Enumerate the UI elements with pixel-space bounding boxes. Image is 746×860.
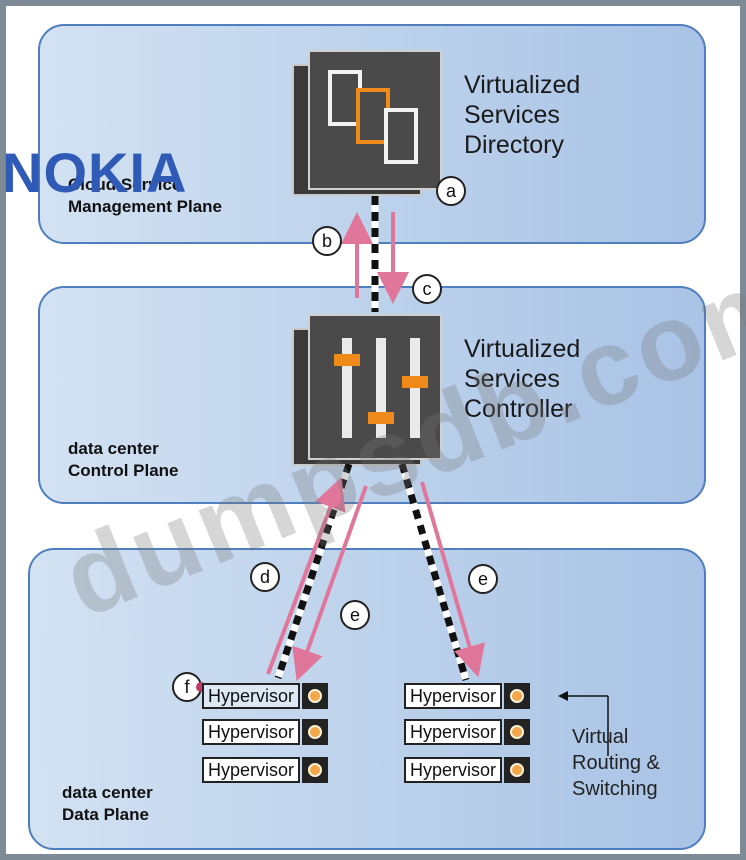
data-plane bbox=[28, 548, 706, 850]
hypervisor-right-1: Hypervisor bbox=[404, 682, 531, 710]
hypervisor-label: Hypervisor bbox=[404, 719, 503, 745]
marker-d: d bbox=[250, 562, 280, 592]
vrs-icon bbox=[504, 719, 531, 745]
hypervisor-left-1: Hypervisor bbox=[202, 682, 329, 710]
vrs-icon bbox=[504, 757, 531, 783]
arrow-d bbox=[266, 477, 346, 675]
vsd-title-line1: Virtualized bbox=[464, 71, 581, 99]
management-plane-label: Cloud Service Management Plane bbox=[68, 174, 222, 218]
arrow-e-left bbox=[292, 485, 368, 682]
vrs-icon bbox=[302, 719, 329, 745]
data-plane-label-line1: data center bbox=[62, 783, 153, 802]
marker-c: c bbox=[412, 274, 442, 304]
hypervisor-label: Hypervisor bbox=[202, 719, 301, 745]
slider-knob-3 bbox=[402, 376, 428, 388]
vrs-icon bbox=[302, 683, 329, 709]
slider-knob-2 bbox=[368, 412, 394, 424]
vrs-pointer-head bbox=[558, 691, 568, 701]
hypervisor-left-2: Hypervisor bbox=[202, 718, 329, 746]
hypervisor-right-3: Hypervisor bbox=[404, 756, 531, 784]
vsd-title: Virtualized Services Directory bbox=[464, 70, 580, 160]
control-plane-label-line2: Control Plane bbox=[68, 461, 179, 480]
hypervisor-label: Hypervisor bbox=[202, 683, 301, 709]
slider-knob-1 bbox=[334, 354, 360, 366]
document-icon-front bbox=[384, 108, 418, 164]
data-plane-label: data center Data Plane bbox=[62, 782, 153, 826]
vrs-label-line3: Switching bbox=[572, 778, 658, 800]
slider-track-3 bbox=[410, 338, 420, 438]
hypervisor-label: Hypervisor bbox=[404, 757, 503, 783]
vrs-label: Virtual Routing & Switching bbox=[572, 724, 660, 802]
control-plane-label: data center Control Plane bbox=[68, 438, 179, 482]
marker-a: a bbox=[436, 176, 466, 206]
data-plane-label-line2: Data Plane bbox=[62, 805, 149, 824]
vrs-label-line1: Virtual bbox=[572, 726, 629, 748]
vsd-title-line2: Services bbox=[464, 101, 560, 129]
hypervisor-right-2: Hypervisor bbox=[404, 718, 531, 746]
hypervisor-label: Hypervisor bbox=[404, 683, 503, 709]
vsc-right-link-dash bbox=[398, 463, 470, 681]
arrow-e-right bbox=[420, 481, 485, 678]
vrs-icon bbox=[302, 757, 329, 783]
management-plane-label-line1: Cloud Service bbox=[68, 175, 182, 194]
vsc-title-line3: Controller bbox=[464, 395, 573, 423]
document-icon-middle bbox=[356, 88, 390, 144]
nokia-logo: NOKIA bbox=[2, 141, 188, 204]
vsc-title-line1: Virtualized bbox=[464, 335, 581, 363]
connector-overlay bbox=[266, 196, 609, 756]
vsd-title-line3: Directory bbox=[464, 131, 565, 159]
vrs-icon bbox=[504, 683, 531, 709]
vsc-title-line2: Services bbox=[464, 365, 560, 393]
vsd-box bbox=[308, 50, 442, 190]
vsc-title: Virtualized Services Controller bbox=[464, 334, 580, 424]
marker-b: b bbox=[312, 226, 342, 256]
marker-f-dot bbox=[196, 682, 206, 692]
hypervisor-left-3: Hypervisor bbox=[202, 756, 329, 784]
slider-track-1 bbox=[342, 338, 352, 438]
diagram-frame: Cloud Service Management Plane data cent… bbox=[2, 6, 746, 854]
marker-e-left: e bbox=[340, 600, 370, 630]
management-plane-label-line2: Management Plane bbox=[68, 197, 222, 216]
vrs-label-line2: Routing & bbox=[572, 752, 660, 774]
vsc-box bbox=[308, 314, 442, 460]
control-plane-label-line1: data center bbox=[68, 439, 159, 458]
marker-e-right: e bbox=[468, 564, 498, 594]
hypervisor-label: Hypervisor bbox=[202, 757, 301, 783]
slider-track-2 bbox=[376, 338, 386, 438]
